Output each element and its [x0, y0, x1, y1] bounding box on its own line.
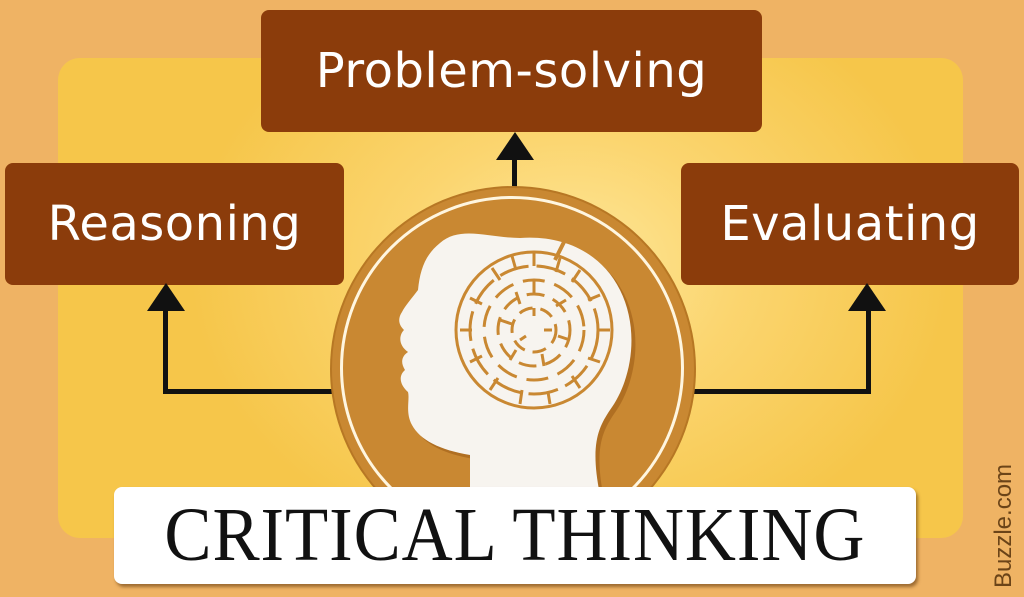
watermark: Buzzle.com	[990, 463, 1017, 588]
connector-right-horizontal	[692, 389, 871, 394]
arrow-up-icon	[147, 283, 185, 311]
connector-right-vertical	[866, 308, 871, 394]
title-banner: CRITICAL THINKING	[114, 487, 916, 584]
arrow-up-icon	[496, 132, 534, 160]
node-problem-solving: Problem-solving	[261, 10, 762, 132]
connector-top	[512, 158, 517, 190]
node-label: Problem-solving	[315, 43, 708, 99]
diagram-title: CRITICAL THINKING	[164, 493, 866, 577]
node-label: Evaluating	[720, 196, 980, 252]
node-evaluating: Evaluating	[681, 163, 1019, 285]
node-reasoning: Reasoning	[5, 163, 344, 285]
connector-left-horizontal	[163, 389, 338, 394]
arrow-up-icon	[848, 283, 886, 311]
connector-left-vertical	[163, 308, 168, 394]
node-label: Reasoning	[47, 196, 302, 252]
head-with-maze-brain-icon	[399, 233, 636, 495]
